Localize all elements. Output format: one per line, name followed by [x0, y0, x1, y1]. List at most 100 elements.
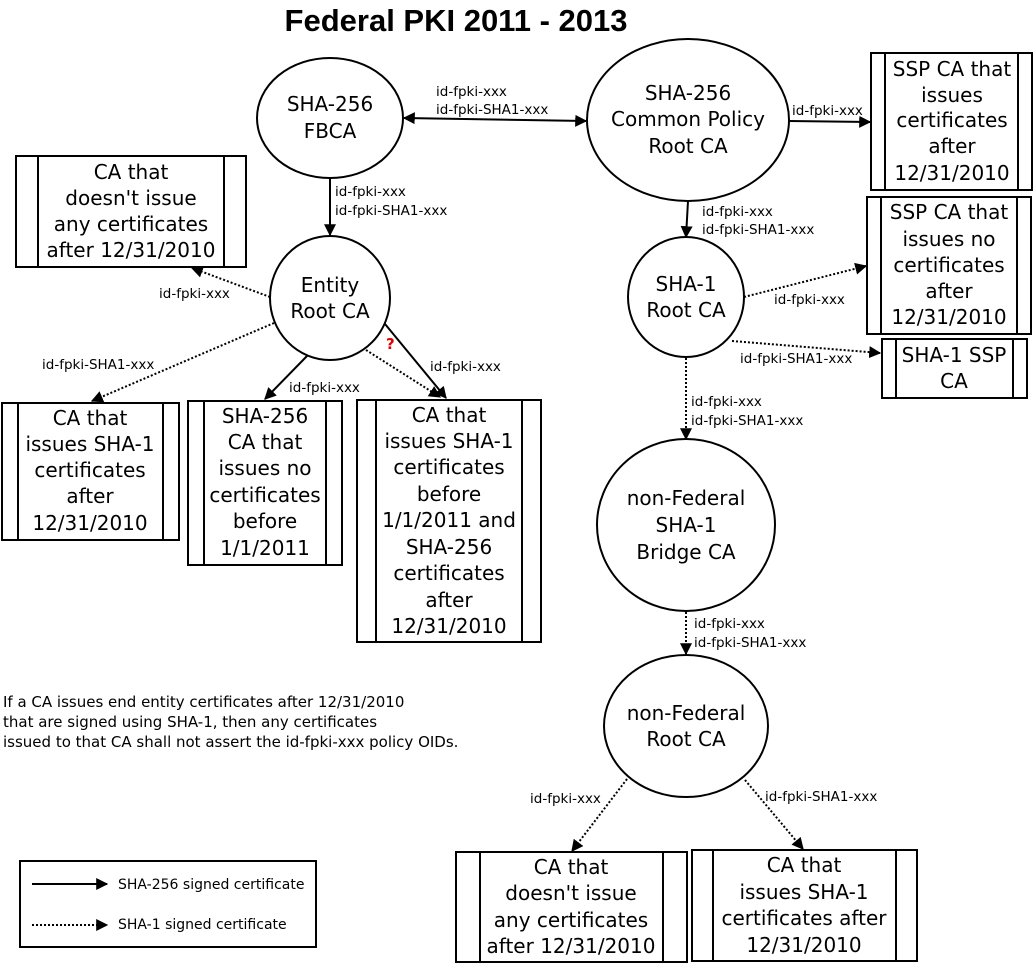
node-label: before	[233, 509, 297, 533]
node-label: CA that	[412, 403, 487, 427]
legend: SHA-256 signed certificate SHA-1 signed …	[19, 860, 317, 948]
node-label: CA that	[767, 853, 842, 877]
node-label: 12/31/2010	[32, 511, 147, 535]
node-ca-sha1-after-left: CA that issues SHA-1 certificates after …	[1, 402, 180, 541]
node-label: after	[425, 588, 473, 612]
node-ca-mixed: CA that issues SHA-1 certificates before…	[356, 399, 542, 643]
note-line: issued to that CA shall not assert the i…	[3, 733, 458, 751]
edge-sha1root-sspno	[743, 262, 868, 298]
node-label: after	[66, 484, 114, 508]
node-ssp-ca-after: SSP CA that issues certificates after 12…	[870, 52, 1033, 191]
node-nonfederal-bridge: non-Federal SHA-1 Bridge CA	[596, 438, 776, 612]
edge-label: id-fpki-xxx	[691, 394, 762, 410]
edge-label: id-fpki-SHA1-xxx	[42, 357, 154, 373]
edge-nonfedroot-left	[571, 778, 628, 852]
node-label: doesn't issue	[505, 881, 636, 905]
node-sha256-fbca: SHA-256 FBCA	[256, 57, 404, 179]
legend-dotted-label: SHA-1 signed certificate	[118, 917, 287, 933]
node-label: before	[417, 482, 481, 506]
node-label: non-Federal	[627, 701, 746, 725]
node-label: issues no	[902, 227, 995, 251]
node-label: CA	[940, 369, 968, 393]
edge-entity-canoissue-top	[190, 266, 271, 298]
node-label: FBCA	[304, 119, 357, 143]
node-label: Root CA	[646, 727, 726, 751]
node-label: CA that	[94, 160, 169, 184]
node-label: certificates	[34, 458, 145, 482]
node-label: CA that	[228, 430, 303, 454]
edge-label: id-fpki-SHA1-xxx	[702, 222, 814, 238]
node-label: SSP CA that	[893, 57, 1012, 81]
node-label: Common Policy	[611, 107, 765, 131]
edge-label: id-fpki-SHA1-xxx	[335, 203, 447, 219]
node-label: after	[925, 279, 973, 303]
node-label: Root CA	[290, 299, 370, 323]
node-nonfederal-root: non-Federal Root CA	[603, 654, 769, 798]
note-line: that are signed using SHA-1, then any ce…	[3, 713, 377, 731]
node-label: SHA-256	[287, 92, 373, 116]
legend-solid-label: SHA-256 signed certificate	[118, 877, 304, 893]
edge-label: id-fpki-xxx	[694, 616, 765, 632]
edge-entity-mixed-dotted	[365, 349, 442, 398]
edge-label: id-fpki-xxx	[436, 84, 507, 100]
node-label: issues no	[218, 456, 311, 480]
node-label: certificates	[393, 455, 504, 479]
node-ca-sha1-after-bottom: CA that issues SHA-1 certificates after …	[691, 849, 918, 962]
node-label: after	[928, 134, 976, 158]
node-label: SHA-256	[222, 404, 308, 428]
node-sha256-ca-no-before: SHA-256 CA that issues no certificates b…	[187, 400, 343, 566]
node-label: doesn't issue	[65, 186, 196, 210]
edges	[90, 112, 882, 852]
edge-sha1root-sha1ssp	[731, 340, 882, 359]
edge-common-ssp-after	[788, 115, 872, 128]
edge-label: id-fpki-SHA1-xxx	[691, 413, 803, 429]
node-label: issues SHA-1	[25, 432, 154, 456]
node-label: certificates	[209, 483, 320, 507]
node-label: 12/31/2010	[391, 614, 506, 638]
node-label: SHA-1 SSP	[902, 343, 1007, 367]
node-label: Entity	[301, 273, 360, 297]
node-ssp-ca-no-after: SSP CA that issues no certificates after…	[866, 196, 1032, 335]
edge-labels: id-fpki-xxx id-fpki-SHA1-xxx id-fpki-xxx…	[42, 84, 877, 807]
edge-label: id-fpki-SHA1-xxx	[765, 789, 877, 805]
node-label: issues	[921, 83, 983, 107]
node-label: issues SHA-1	[384, 429, 513, 453]
node-label: 12/31/2010	[894, 161, 1009, 185]
policy-note: If a CA issues end entity certificates a…	[3, 693, 458, 751]
node-label: SHA-256	[406, 535, 492, 559]
node-label: CA that	[534, 855, 609, 879]
edge-label: id-fpki-xxx	[702, 204, 773, 220]
question-mark: ?	[386, 335, 395, 353]
edge-label: id-fpki-SHA1-xxx	[436, 102, 548, 118]
node-label: non-Federal	[627, 486, 746, 510]
edge-label: id-fpki-xxx	[289, 380, 360, 396]
edge-entity-mixed-solid	[384, 323, 447, 399]
node-label: any certificates	[494, 908, 648, 932]
edge-label: id-fpki-xxx	[774, 292, 845, 308]
node-sha1-ssp-ca: SHA-1 SSP CA	[881, 338, 1028, 399]
edge-nonfedroot-right	[744, 779, 804, 850]
node-label: Root CA	[646, 298, 726, 322]
edge-label: id-fpki-xxx	[792, 103, 863, 119]
edge-fbca-common	[402, 112, 588, 127]
node-label: after 12/31/2010	[47, 238, 216, 262]
node-label: SHA-1	[656, 513, 717, 537]
node-label: SHA-1	[656, 272, 717, 296]
node-label: 1/1/2011 and	[382, 508, 516, 532]
node-label: 1/1/2011	[220, 536, 310, 560]
edge-entity-sha256	[264, 355, 308, 400]
node-label: after 12/31/2010	[487, 934, 656, 958]
node-label: 12/31/2010	[746, 933, 861, 957]
node-label: certificates	[896, 108, 1007, 132]
note-line: If a CA issues end entity certificates a…	[3, 693, 404, 711]
edge-common-sha1root	[680, 200, 693, 239]
node-label: any certificates	[54, 212, 208, 236]
node-sha1-root: SHA-1 Root CA	[627, 236, 745, 358]
node-label: CA that	[53, 406, 128, 430]
node-label: 12/31/2010	[891, 305, 1006, 329]
edge-label: id-fpki-xxx	[159, 286, 230, 302]
edge-label: id-fpki-xxx	[530, 791, 601, 807]
edge-entity-sha1after	[90, 322, 275, 403]
node-label: SSP CA that	[890, 200, 1009, 224]
